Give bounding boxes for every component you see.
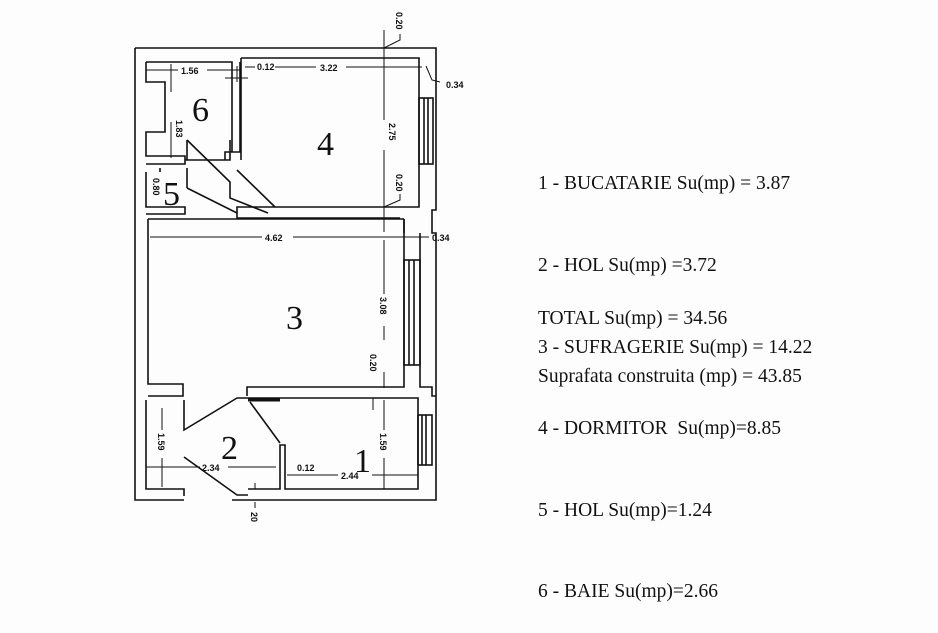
dim-bedroom-depth: 2.75 [387,123,397,141]
dim-bedroom-width: 3.22 [320,63,338,73]
dimension-labels: 1.56 1.83 0.12 3.22 2.75 0.20 0.34 0.20 … [151,12,464,522]
room-number-4: 4 [317,126,334,163]
legend-row-bucatarie: 1 - BUCATARIE Su(mp) = 3.87 [538,173,791,195]
dim-kitchen-width: 2.44 [341,471,359,481]
dim-wall-012-top: 0.12 [257,62,275,72]
legend-row-dormitor: 4 - DORMITOR Su(mp)=8.85 [538,418,782,440]
room-number-3: 3 [286,300,303,337]
legend-row-baie: 6 - BAIE Su(mp)=2.66 [538,581,718,603]
room-number-1: 1 [354,443,371,480]
floor-plan-drawing: 1.56 1.83 0.12 3.22 2.75 0.20 0.34 0.20 … [134,12,464,522]
room-number-5: 5 [163,176,180,213]
dimension-lines [146,30,441,508]
dim-wall-034-top: 0.34 [446,80,464,90]
dim-wall-034-mid: 0.34 [432,233,450,243]
dim-wall-012-low: 0.12 [297,463,315,473]
room-numbers: 6 4 5 3 2 1 [163,92,371,480]
total-usable-area: TOTAL Su(mp) = 34.56 [538,308,728,329]
dim-living-width: 4.62 [265,233,283,243]
dim-hall2-depth: 1.59 [156,433,166,451]
dim-wall-020-top: 0.20 [394,12,404,30]
dim-bath-depth: 1.83 [174,120,184,138]
dim-living-depth: 3.08 [378,297,388,315]
legend-row-sufragerie: 3 - SUFRAGERIE Su(mp) = 14.22 [538,336,813,358]
legend-row-hol-5: 5 - HOL Su(mp)=1.24 [538,499,712,521]
room-number-2: 2 [221,430,238,467]
dim-kitchen-depth: 1.59 [378,433,388,451]
dim-wall-020-low: 0.20 [368,354,378,372]
dim-bath-width: 1.56 [181,66,199,76]
legend-row-hol-2: 2 - HOL Su(mp) =3.72 [538,255,717,276]
dim-hall5-depth: 0.80 [151,178,161,196]
walls [134,47,437,501]
dim-hall2-width: 2.34 [202,463,220,473]
room-number-6: 6 [192,92,209,129]
dim-wall-020-mid: 0.20 [394,174,404,192]
built-area: Suprafata construita (mp) = 43.85 [538,366,802,387]
dim-wall-020-bottom: 20 [249,512,259,522]
